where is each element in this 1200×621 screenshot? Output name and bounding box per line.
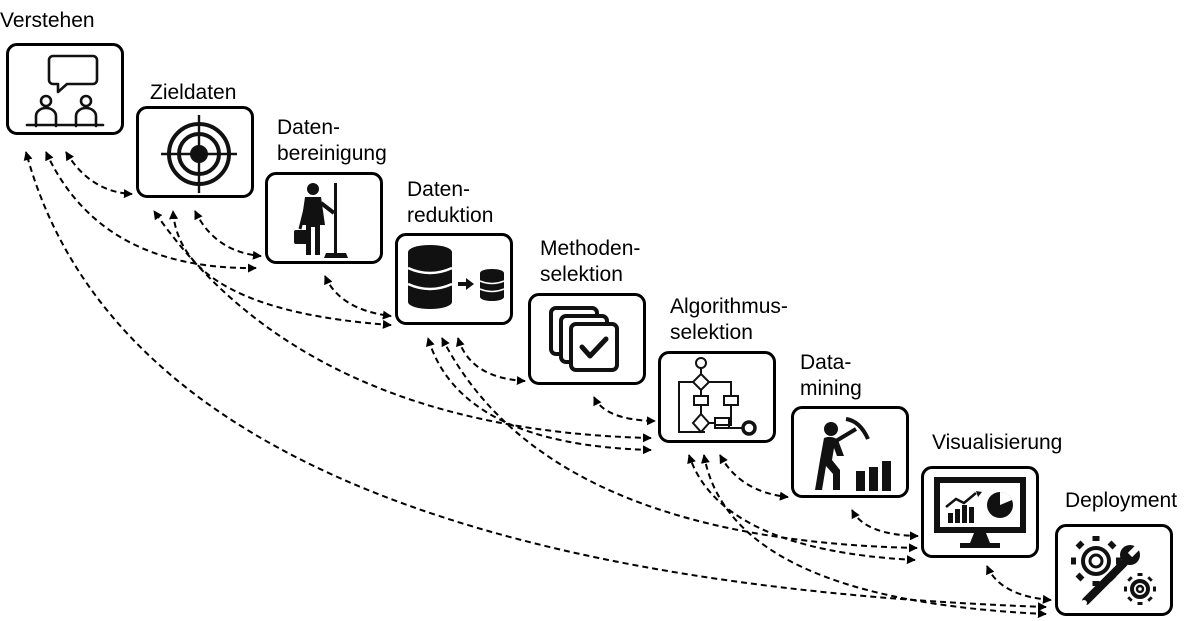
step-box-datenbereinigung — [265, 172, 383, 264]
step-label-deployment: Deployment — [1065, 489, 1178, 512]
gear-wrench-icon — [1071, 536, 1156, 606]
step-label-datenreduktion: Daten-reduktion — [407, 178, 494, 227]
connector-arrow-4 — [456, 337, 526, 386]
step-label-methodenselektion: Methoden-selektion — [540, 237, 641, 286]
monitor-chart-icon — [934, 477, 1026, 548]
step-box-methodenselektion — [528, 293, 646, 385]
step-label-visualisierung: Visualisierung — [932, 431, 1063, 454]
connector-arrow-6 — [719, 454, 789, 501]
step-label-datenbereinigung: Daten-bereinigung — [277, 116, 387, 165]
flowchart-icon — [678, 357, 757, 436]
connector-arrow-3 — [324, 275, 392, 320]
step-label-zieldaten: Zieldaten — [150, 81, 237, 104]
step-box-verstehen — [6, 43, 124, 135]
step-box-algorithmusselektion — [658, 351, 776, 443]
connector-arrow-2 — [194, 210, 262, 260]
connector-arrow-7 — [851, 509, 919, 541]
database-reduction-icon — [407, 245, 505, 309]
cleaner-icon — [294, 183, 348, 258]
target-icon — [161, 115, 237, 193]
step-label-verstehen: Verstehen — [0, 9, 95, 32]
connector-arrow-5 — [593, 396, 656, 426]
connector-arrow-16 — [701, 454, 1047, 619]
connector-arrow-1 — [65, 151, 133, 199]
step-label-algorithmusselektion: Algorithmus-selektion — [670, 295, 788, 344]
meeting-icon — [25, 54, 105, 128]
step-box-deployment — [1055, 524, 1173, 616]
method-selection-icon — [549, 306, 619, 372]
step-label-datamining: Data-mining — [800, 351, 862, 400]
connector-arrow-8 — [986, 565, 1052, 604]
step-box-zieldaten — [136, 106, 254, 198]
step-box-visualisierung — [921, 466, 1039, 558]
step-box-datamining — [791, 406, 909, 498]
step-box-datenreduktion — [395, 233, 513, 325]
miner-icon — [815, 417, 891, 491]
